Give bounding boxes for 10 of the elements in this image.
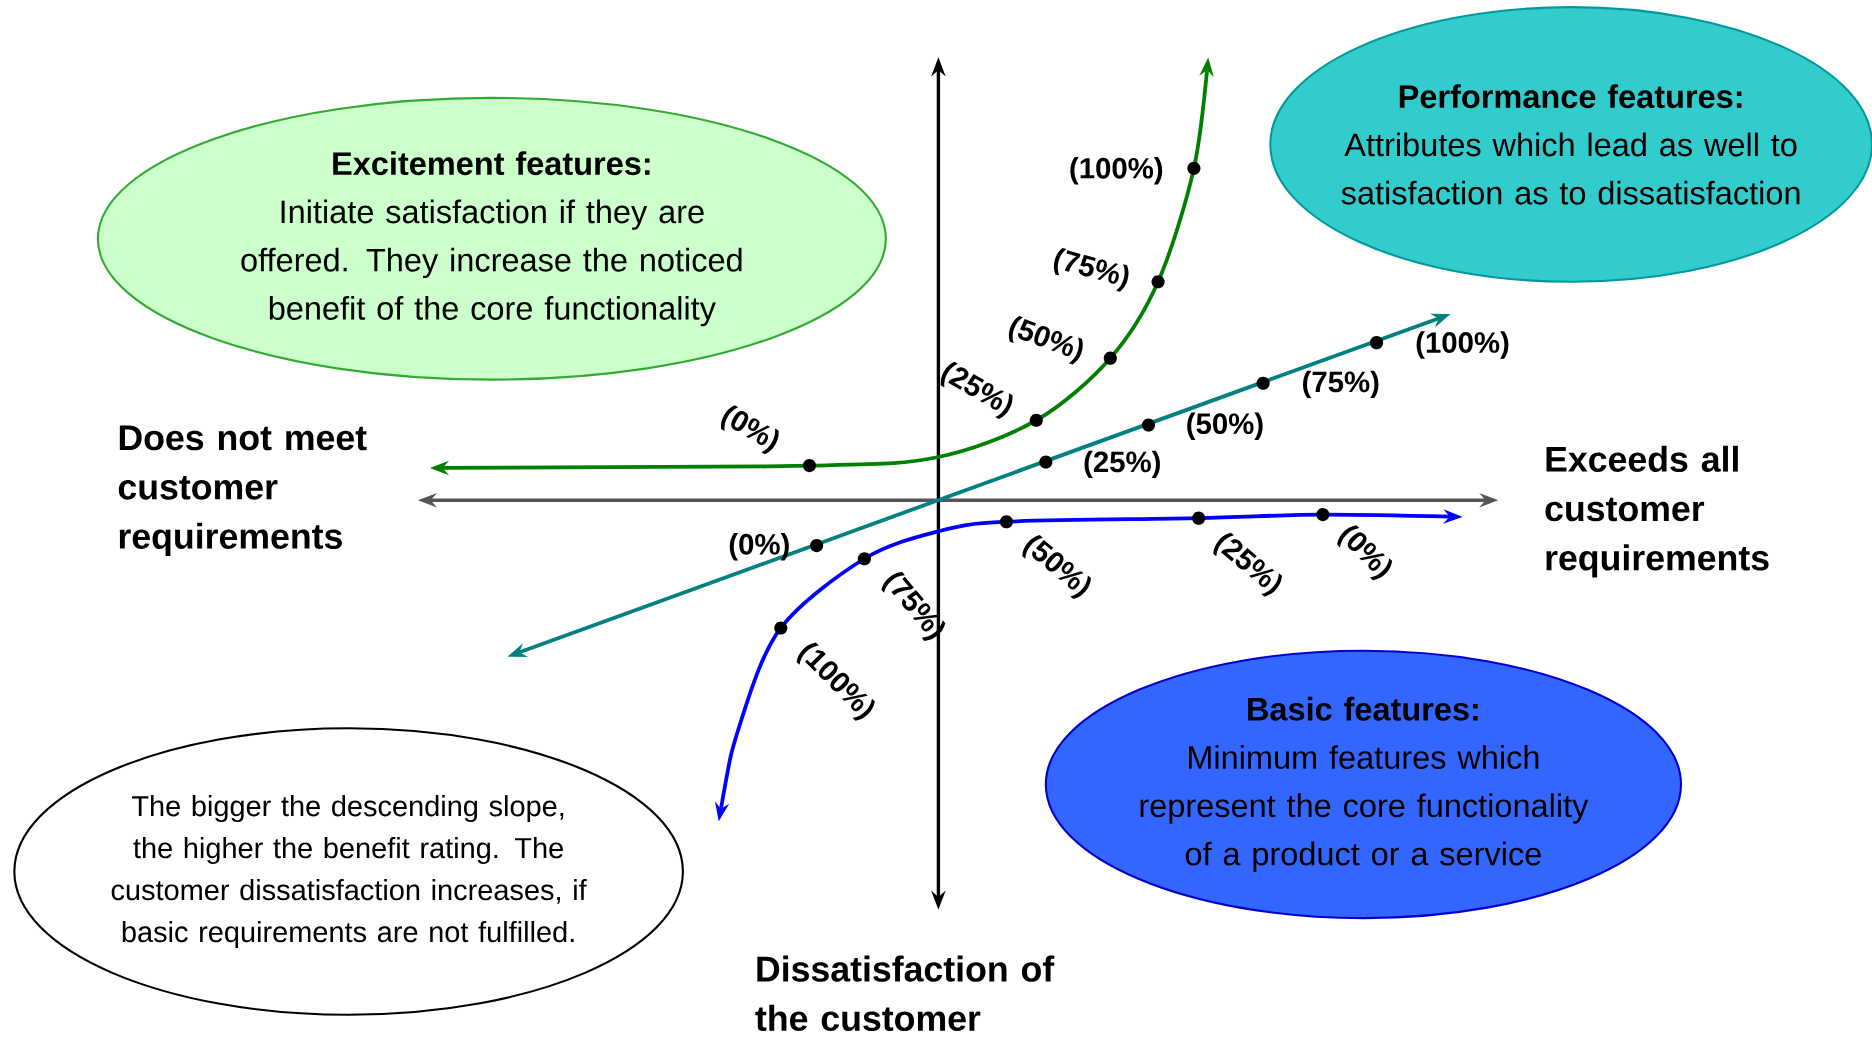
axis-label: Dissatisfaction of the customer — [755, 955, 1055, 1032]
percent-label: (50%) — [1187, 412, 1263, 441]
percent-label: (75%) — [1053, 248, 1129, 292]
percent-label: (0%) — [729, 533, 789, 561]
axis-label: Exceeds all customer requirements — [1545, 445, 1769, 578]
axis-label: Does not meet customer requirements — [118, 425, 367, 557]
percent-label: (25%) — [1084, 450, 1160, 479]
percent-label: (100%) — [1416, 331, 1509, 359]
percent-label: (75%) — [1303, 370, 1379, 399]
percent-label: (100%) — [1070, 157, 1163, 185]
